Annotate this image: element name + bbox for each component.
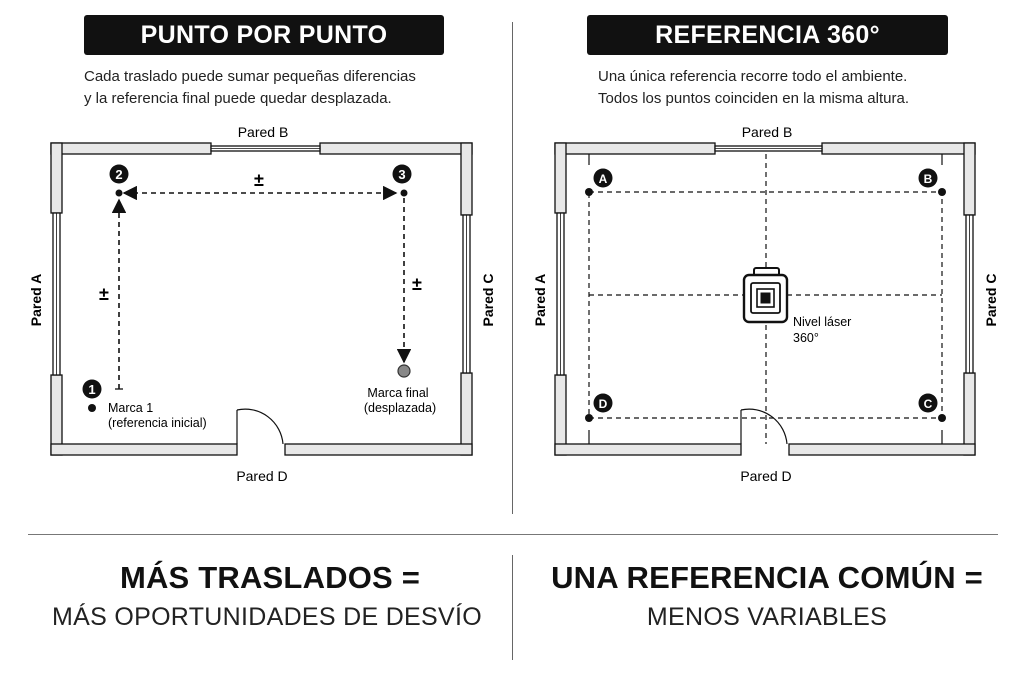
right-conclusion-title: UNA REFERENCIA COMÚN = (551, 560, 983, 595)
mark-1-sublabel: (referencia inicial) (108, 416, 207, 430)
right-description-line2: Todos los puntos coinciden en la misma a… (598, 90, 910, 107)
laser-level-icon (742, 267, 789, 324)
svg-text:C: C (924, 397, 933, 411)
plus-minus-vertical-right: ± (412, 274, 422, 294)
svg-text:3: 3 (398, 167, 405, 182)
point-c-badge: C (918, 393, 938, 413)
plus-minus-horizontal: ± (254, 170, 264, 190)
mark-1-label: Marca 1 (108, 401, 153, 415)
right-wall-b-label: Pared B (742, 124, 793, 140)
laser-sublabel: 360° (793, 331, 819, 345)
left-header-label: PUNTO POR PUNTO (140, 20, 388, 49)
right-floor-plan: Pared B Pared D Pared A Pared C A B C D (532, 124, 999, 484)
final-mark-label: Marca final (367, 386, 428, 400)
right-wall-c-label: Pared C (983, 274, 999, 327)
right-walls (554, 142, 976, 456)
plus-minus-vertical-left: ± (99, 284, 109, 304)
final-mark-dot (397, 364, 411, 378)
svg-text:D: D (599, 397, 608, 411)
right-description-line1: Una única referencia recorre todo el amb… (598, 68, 908, 85)
right-door (740, 408, 788, 445)
right-header-label: REFERENCIA 360° (655, 20, 880, 49)
point-b-dot (938, 188, 946, 196)
left-door (236, 408, 284, 445)
right-wall-d-label: Pared D (740, 468, 791, 484)
horizontal-divider (28, 534, 998, 535)
right-header: REFERENCIA 360° (587, 15, 948, 55)
left-wall-d-label: Pared D (236, 468, 287, 484)
point-2-dot (115, 189, 123, 197)
right-conclusion-subtitle: MENOS VARIABLES (646, 603, 888, 631)
point-a-badge: A (593, 168, 613, 188)
left-floor-plan: Pared B Pared D Pared A Pared C ± ± ± 1 … (28, 124, 496, 484)
step-3-badge: 3 (392, 164, 412, 184)
left-description-line2: y la referencia final puede quedar despl… (84, 90, 392, 107)
left-walls (50, 142, 473, 456)
mark-1-dot (88, 404, 96, 412)
right-wall-a-label: Pared A (532, 274, 548, 326)
point-3-dot (400, 189, 408, 197)
left-description-line1: Cada traslado puede sumar pequeñas difer… (84, 68, 416, 85)
left-wall-b-label: Pared B (238, 124, 289, 140)
left-description: Cada traslado puede sumar pequeñas difer… (84, 66, 416, 110)
bottom-vertical-divider (512, 555, 513, 660)
point-d-badge: D (593, 393, 613, 413)
left-conclusion-subtitle: MÁS OPORTUNIDADES DE DESVÍO (52, 603, 482, 631)
right-description: Una única referencia recorre todo el amb… (598, 66, 909, 110)
left-header: PUNTO POR PUNTO (84, 15, 444, 55)
point-a-dot (585, 188, 593, 196)
point-c-dot (938, 414, 946, 422)
step-2-badge: 2 (109, 164, 129, 184)
svg-text:2: 2 (115, 167, 122, 182)
top-vertical-divider (512, 22, 513, 514)
left-wall-a-label: Pared A (28, 274, 44, 326)
svg-text:1: 1 (88, 382, 95, 397)
svg-text:B: B (924, 172, 933, 186)
step-1-badge: 1 (82, 379, 102, 399)
point-b-badge: B (918, 168, 938, 188)
laser-label: Nivel láser (793, 315, 851, 329)
final-mark-sublabel: (desplazada) (364, 401, 436, 415)
left-wall-c-label: Pared C (480, 274, 496, 327)
svg-text:A: A (599, 172, 608, 186)
corner-ticks (588, 154, 943, 444)
point-d-dot (585, 414, 593, 422)
left-conclusion-title: MÁS TRASLADOS = (119, 560, 421, 595)
